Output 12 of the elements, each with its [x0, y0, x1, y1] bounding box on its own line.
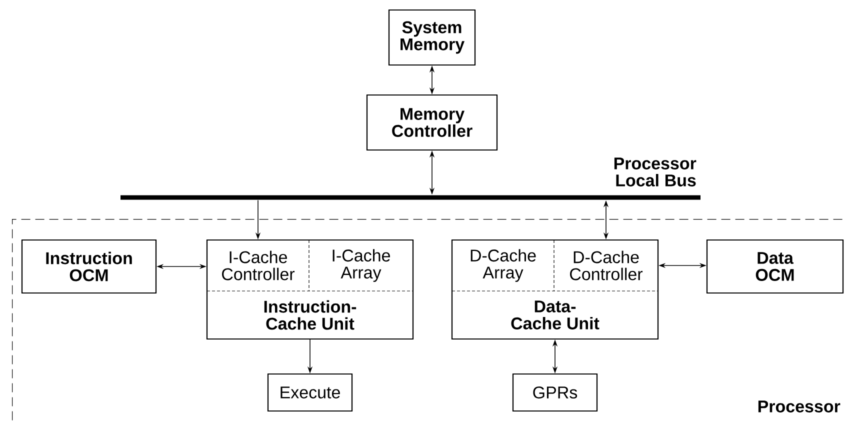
- cache-array-cell: I-Cache Array: [332, 249, 390, 282]
- ocm-box: Instruction OCM: [21, 239, 157, 294]
- cache-array-cell: D-Cache Array: [470, 249, 536, 282]
- memory-box: System Memory: [388, 9, 476, 66]
- cache-controller-cell: D-Cache Controller: [570, 250, 643, 280]
- register-box: GPRs: [512, 373, 598, 412]
- cache-controller-cell: I-Cache Controller: [222, 250, 295, 280]
- region-label: Processor: [758, 400, 840, 412]
- bus-label: Processor Local Bus: [614, 158, 696, 186]
- ocm-box: Data OCM: [706, 239, 844, 294]
- controller-box: Memory Controller: [366, 94, 498, 151]
- execute-box: Execute: [267, 373, 353, 412]
